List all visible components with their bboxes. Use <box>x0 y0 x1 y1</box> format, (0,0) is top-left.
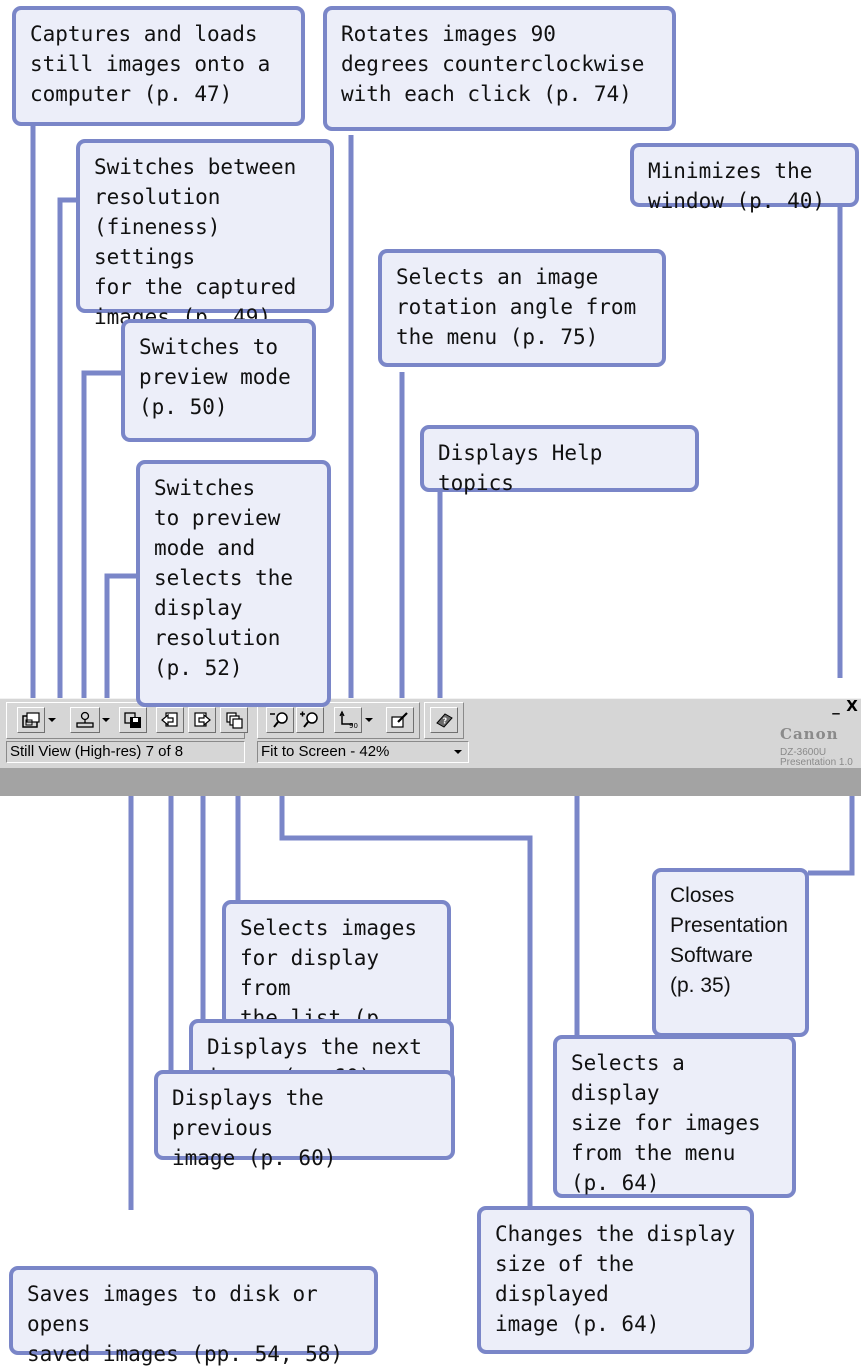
image-list-icon <box>226 712 243 729</box>
callout-capture: Captures and loads still images onto a c… <box>12 6 305 126</box>
leader-preview <box>81 370 122 740</box>
help-book-icon: ? <box>436 713 453 728</box>
callout-zoom: Changes the display size of the displaye… <box>477 1206 754 1354</box>
svg-text:90: 90 <box>349 722 358 730</box>
callout-resolution: Switches between resolution (fineness) s… <box>76 139 334 329</box>
image-list-button[interactable] <box>220 707 248 733</box>
zoom-group <box>257 702 420 739</box>
callout-help: Displays Help topics <box>420 425 699 495</box>
zoom-out-button[interactable] <box>266 707 294 733</box>
capture-icon <box>22 712 40 728</box>
callout-save: Saves images to disk or opens saved imag… <box>9 1266 378 1366</box>
callout-select-list: Selects images for display from the list… <box>222 900 451 1060</box>
save-disk-icon <box>124 712 141 728</box>
zoom-combobox-value: Fit to Screen - 42% <box>261 743 390 760</box>
model-label: DZ-3600U Presentation 1.0 <box>780 747 853 768</box>
pen-icon <box>391 712 408 728</box>
previous-image-button[interactable] <box>156 707 184 733</box>
help-pointer-button[interactable] <box>386 707 414 733</box>
toolbar: 90 ? _ X Canon DZ-3600U Presentation 1.0… <box>0 698 861 769</box>
capture-button[interactable] <box>17 707 45 733</box>
callout-rotate90: Rotates images 90 degrees counterclockwi… <box>323 6 676 131</box>
close-button[interactable]: X <box>846 697 858 715</box>
callout-close: Closes Presentation Software (p. 35) <box>652 868 809 1037</box>
svg-text:?: ? <box>443 717 448 726</box>
zoom-out-icon <box>270 712 288 728</box>
help-button[interactable]: ? <box>430 707 458 733</box>
callout-display-size-menu: Selects a display size for images from t… <box>553 1035 796 1198</box>
status-field: Still View (High-res) 7 of 8 <box>6 741 245 763</box>
window-lower-band <box>0 768 861 796</box>
callout-preview: Switches to preview mode (p. 50) <box>121 319 316 442</box>
rotation-angle-dropdown-button[interactable] <box>363 707 375 733</box>
next-image-button[interactable] <box>188 707 216 733</box>
chevron-down-icon[interactable] <box>454 750 462 754</box>
zoom-in-icon <box>300 711 318 728</box>
save-button[interactable] <box>119 707 147 733</box>
callout-preview-resolution: Switches to preview mode and selects the… <box>136 460 331 707</box>
resolution-dropdown-button[interactable] <box>46 707 58 733</box>
rotate-ccw-icon: 90 <box>339 710 358 730</box>
rotate-90-button[interactable]: 90 <box>334 707 362 733</box>
leader-preview-resolution <box>104 573 136 740</box>
callout-previous: Displays the previous image (p. 60) <box>154 1070 455 1170</box>
callout-rotation-menu: Selects an image rotation angle from the… <box>378 249 666 367</box>
leader-display-size <box>462 788 580 1040</box>
zoom-combobox[interactable]: Fit to Screen - 42% <box>257 741 469 763</box>
preview-resolution-dropdown-button[interactable] <box>100 707 112 733</box>
callout-minimize: Minimizes the window (p. 40) <box>630 143 859 213</box>
previous-arrow-icon <box>161 712 178 727</box>
leader-resolution <box>57 197 76 740</box>
minimize-button[interactable]: _ <box>832 697 840 715</box>
preview-button[interactable] <box>70 707 100 733</box>
help-group <box>424 702 464 739</box>
canon-logo: Canon <box>780 725 839 743</box>
next-arrow-icon <box>194 712 211 727</box>
zoom-in-button[interactable] <box>296 707 324 733</box>
preview-camera-icon <box>76 711 94 728</box>
